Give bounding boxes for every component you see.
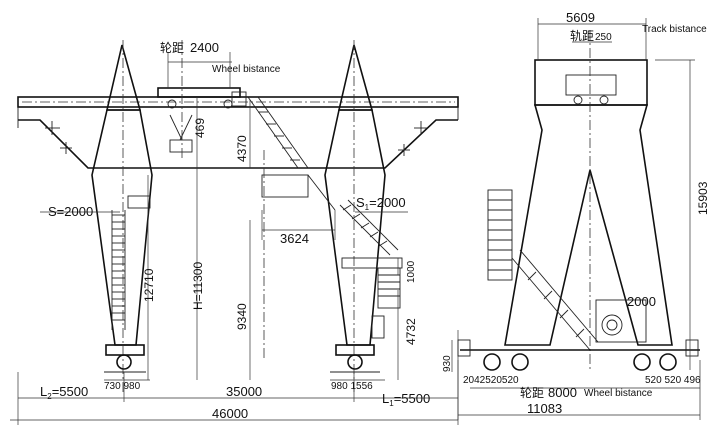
track-label: Track bistance — [642, 24, 707, 35]
cantilever-right-label: L1=5500 — [382, 391, 430, 408]
left-leg — [91, 109, 153, 346]
right-bogie — [330, 344, 380, 373]
bogie-left-label: 2042520520 — [463, 375, 519, 386]
overall-width-label: 11083 — [527, 401, 562, 416]
trolley-gauge-value-label: 250 — [595, 32, 612, 43]
left-ladder — [111, 210, 126, 330]
cantilever-left-label: L2=5500 — [40, 384, 88, 401]
hook-height-label: H=11300 — [191, 262, 205, 310]
trolley-gauge-cn-label: 轨距 — [570, 29, 594, 43]
side-left-ladder — [487, 189, 513, 281]
front-view: 轮距 2400 Wheel bistance 469 4370 3624 H=1… — [10, 40, 459, 425]
dim-12710-label: 12710 — [142, 268, 156, 302]
dim-1000-label: 1000 — [406, 260, 417, 283]
vertical-dimension-lines — [147, 97, 399, 380]
left-leg-upper — [105, 44, 142, 111]
side-view: 5609 Track bistance 轨距 250 15903 2000 93… — [442, 10, 710, 420]
dim-9340-label: 9340 — [235, 303, 249, 330]
wheel-base-en-side-label: Wheel bistance — [584, 388, 653, 399]
wheel-base-value-label: 2400 — [190, 40, 219, 55]
dim-930-label: 930 — [442, 355, 453, 372]
side-diagonal-stair — [511, 249, 599, 351]
dim-4732-label: 4732 — [404, 318, 418, 345]
dim-980-1556-label: 980 1556 — [331, 381, 373, 392]
trolley — [157, 87, 247, 153]
side-top-girder — [534, 59, 648, 106]
wheel-base-cn-label: 轮距 — [160, 41, 184, 55]
wheel-base-value-side-label: 8000 — [548, 385, 577, 400]
dim-730-980-label: 730 980 — [104, 381, 141, 392]
dim-469-label: 469 — [193, 118, 207, 138]
side-bogies — [457, 339, 700, 371]
left-bogie — [104, 344, 146, 373]
hook-approach-left-label: S=2000 — [48, 204, 93, 219]
hook-approach-right-label: S1=2000 — [356, 195, 406, 212]
track-top-label: 5609 — [566, 10, 595, 25]
dim-4370-label: 4370 — [235, 135, 249, 162]
total-length-label: 46000 — [212, 406, 248, 421]
middle-stair — [247, 96, 336, 211]
right-stair — [339, 199, 403, 339]
wheel-base-cn-side-label: 轮距 — [520, 386, 544, 400]
dim-3624-label: 3624 — [280, 231, 309, 246]
side-a-frame — [504, 104, 673, 346]
bogie-right-label: 520 520 496 — [645, 375, 701, 386]
total-height-label: 15903 — [696, 181, 710, 215]
span-label: 35000 — [226, 384, 262, 399]
right-leg-upper — [337, 44, 374, 111]
dim-2000-label: 2000 — [627, 294, 656, 309]
wheel-base-en-label: Wheel bistance — [212, 64, 281, 75]
girder-lower-chord — [18, 119, 458, 169]
